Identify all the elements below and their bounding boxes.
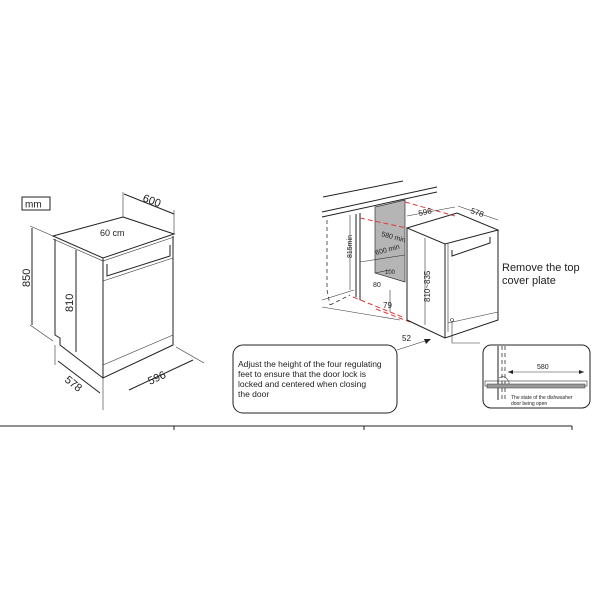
dim-578: 578	[62, 374, 84, 395]
dim-810-835: 810~835	[423, 270, 432, 302]
recess-area	[374, 199, 406, 283]
dim-578-right: 578	[469, 206, 485, 219]
table-divider	[0, 425, 573, 430]
inset-caption-2: door being open	[511, 401, 547, 407]
dim-52: 52	[402, 334, 411, 343]
dim-810: 810	[64, 294, 76, 312]
dim-79: 79	[383, 301, 392, 310]
callout-line-3: locked and centered when closing	[238, 379, 366, 389]
note-line-2: cover plate	[502, 275, 556, 287]
unit-label: mm	[25, 200, 42, 211]
dim-600: 600	[141, 193, 162, 211]
right-installation-drawing: 596 578 815min 580 min 600 min 100 80 79…	[321, 180, 580, 344]
dim-596: 596	[146, 369, 168, 388]
callout-line-4: the door	[238, 389, 269, 399]
side-face	[54, 239, 104, 379]
inset-caption-1: The state of the dishwasher	[511, 395, 573, 401]
dim-100: 100	[385, 270, 396, 276]
callout-line-1: Adjust the height of the four regulating	[238, 359, 382, 369]
dim-596-right: 596	[418, 206, 433, 218]
callout-line-2: feet to ensure that the door lock is	[238, 369, 366, 379]
left-dishwasher-drawing: mm 60 cm 850 810 600 578 596	[21, 192, 205, 410]
control-panel	[106, 245, 171, 277]
dim-80: 80	[373, 282, 381, 289]
top-label: 60 cm	[100, 228, 125, 238]
dim-580-inset: 580	[537, 364, 549, 371]
dim-815min: 815min	[347, 235, 354, 258]
unit-box	[21, 196, 51, 211]
dim-850: 850	[21, 269, 33, 287]
callout-box: Adjust the height of the four regulating…	[232, 339, 431, 414]
door-open-inset: 580 The state of the dishwasher door bei…	[482, 344, 591, 409]
note-line-1: Remove the top	[502, 262, 580, 274]
front-face	[102, 236, 174, 379]
